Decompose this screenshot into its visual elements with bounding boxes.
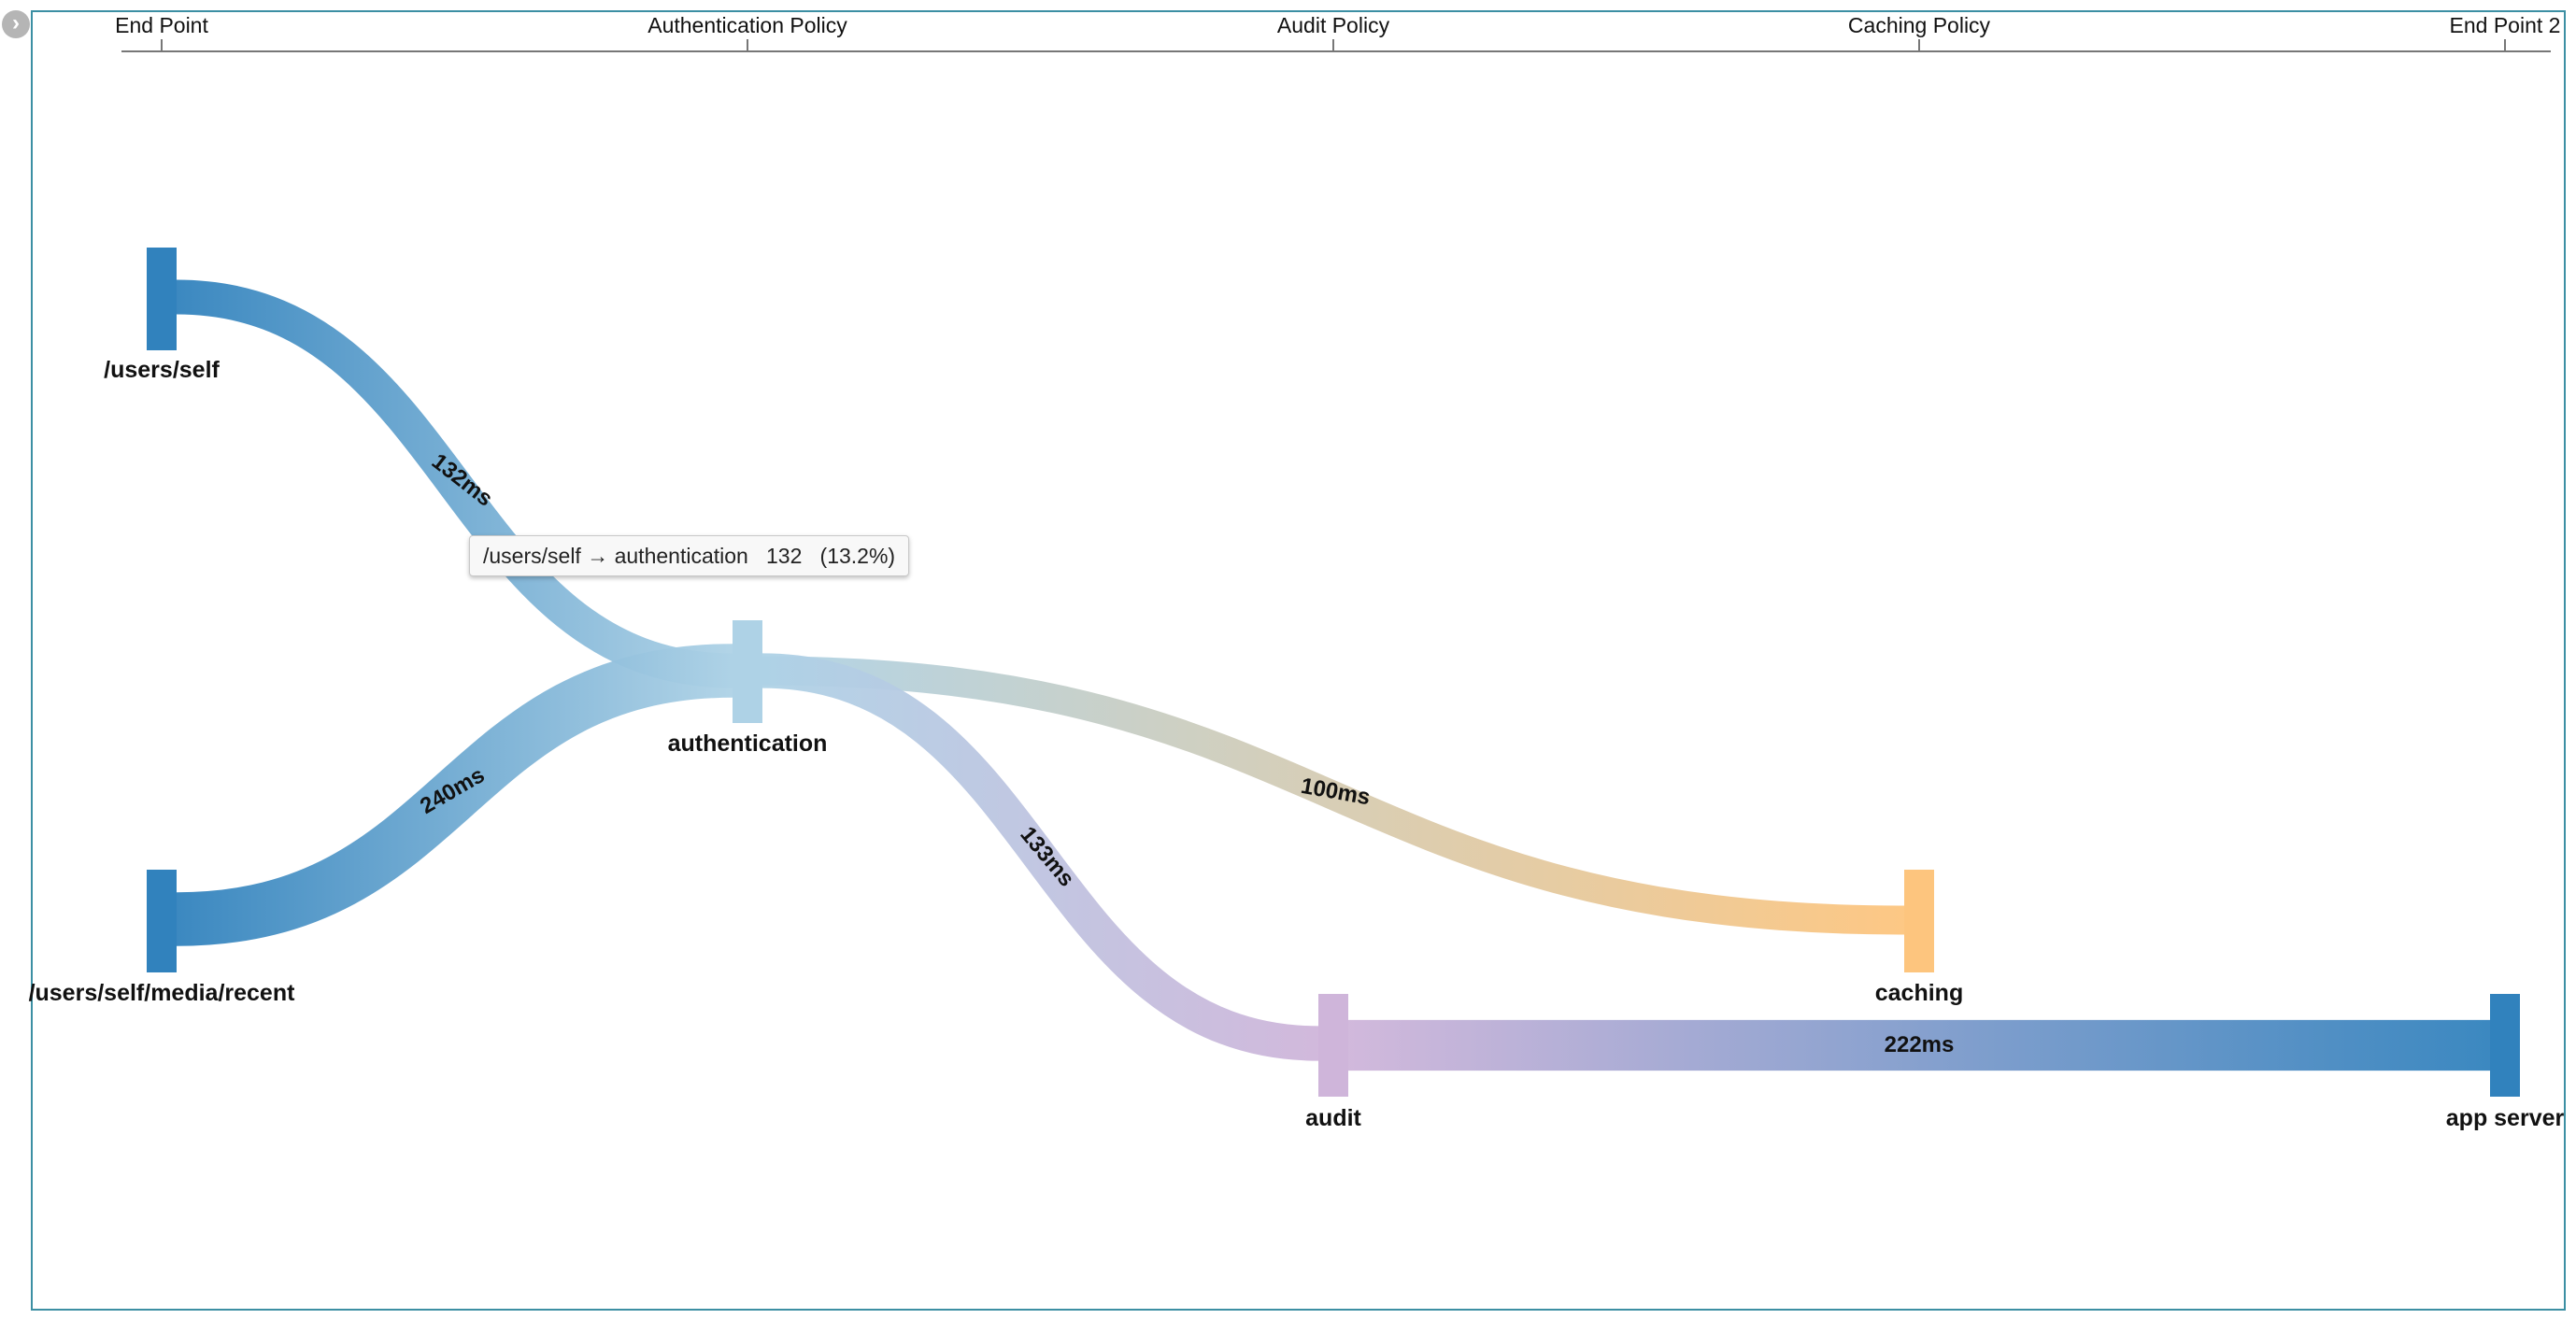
node-label-caching: caching xyxy=(1875,980,1963,1006)
column-axis: End Point Authentication Policy Audit Poli… xyxy=(115,13,2561,52)
node-caching[interactable] xyxy=(1904,870,1934,972)
diagram-frame xyxy=(31,10,2566,1311)
node-users-self[interactable] xyxy=(147,248,177,350)
column-title-caching-policy: Caching Policy xyxy=(1848,13,1991,37)
node-label-authentication: authentication xyxy=(668,730,828,757)
node-authentication[interactable] xyxy=(733,620,762,723)
link-label-222ms: 222ms xyxy=(1885,1032,1955,1057)
column-title-audit-policy: Audit Policy xyxy=(1277,13,1390,37)
tooltip-percent: (13.2%) xyxy=(819,544,896,568)
node-audit[interactable] xyxy=(1318,994,1348,1097)
node-label-users-self: /users/self xyxy=(104,357,220,383)
link-authentication-to-audit[interactable] xyxy=(761,653,1319,1061)
node-app-server[interactable] xyxy=(2490,994,2520,1097)
node-label-audit: audit xyxy=(1305,1105,1361,1131)
node-label-users-self-media-recent: /users/self/media/recent xyxy=(29,980,296,1006)
link-users-self-media-recent-to-authentication[interactable] xyxy=(176,644,733,946)
link-authentication-to-caching[interactable] xyxy=(761,656,1905,935)
node-layer: /users/self/users/self/media/recent authe… xyxy=(29,248,2565,1131)
column-title-authentication-policy: Authentication Policy xyxy=(648,13,847,37)
tooltip-path: /users/self → authentication xyxy=(483,544,748,568)
link-users-self-to-authentication[interactable] xyxy=(176,279,733,688)
column-title-end-point-2: End Point 2 xyxy=(2450,13,2561,37)
node-users-self-media-recent[interactable] xyxy=(147,870,177,972)
tooltip-value: 132 xyxy=(766,544,803,568)
link-tooltip: /users/self → authentication 132 (13.2%) xyxy=(469,535,910,576)
column-title-end-point: End Point xyxy=(115,13,208,37)
node-label-app-server: app server xyxy=(2446,1105,2565,1131)
collapse-toggle-chevron-right-icon[interactable]: › xyxy=(2,10,30,38)
